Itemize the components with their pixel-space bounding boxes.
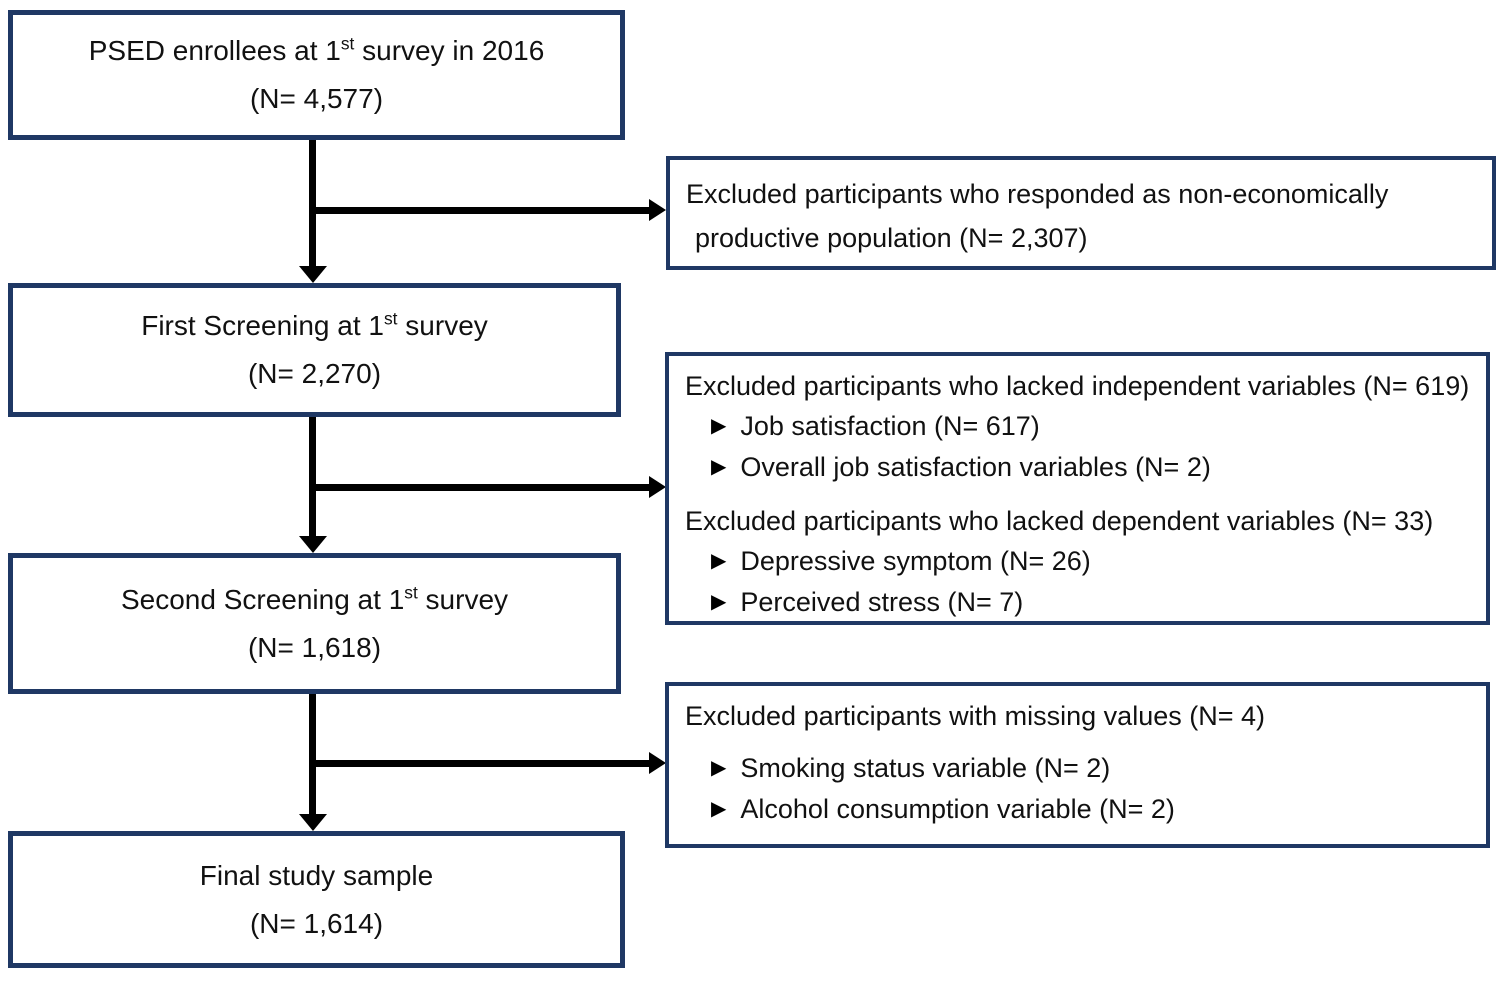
flow-box-final-sample: Final study sample (N= 1,614): [8, 831, 625, 968]
exclusion-item: ▶ Alcohol consumption variable (N= 2): [685, 789, 1478, 830]
exclusion-heading: Excluded participants who lacked depende…: [685, 506, 1434, 536]
title-text: survey: [397, 310, 488, 341]
ordinal-superscript: st: [404, 582, 418, 603]
arrow-down-2: [309, 417, 316, 539]
title-text: Final study sample: [199, 859, 434, 891]
spacer: [685, 736, 1478, 748]
flow-box-title: Final study sample: [200, 859, 433, 893]
exclusion-item-label: Depressive symptom (N= 26): [740, 546, 1091, 576]
flow-box-count: (N= 1,618): [247, 631, 382, 663]
title-text: First Screening at 1: [141, 310, 384, 341]
exclusion-text-line: Excluded participants who responded as n…: [686, 179, 1389, 209]
flow-box-title: Second Screening at 1st survey: [121, 583, 508, 617]
exclusion-item: ▶ Smoking status variable (N= 2): [685, 748, 1478, 789]
flow-box-title: PSED enrollees at 1st survey in 2016: [89, 34, 545, 68]
arrow-right-3: [312, 760, 650, 767]
exclusion-item-label: Smoking status variable (N= 2): [740, 753, 1111, 783]
arrowhead-right-icon: [649, 199, 666, 221]
arrowhead-down-icon: [299, 814, 327, 831]
flow-box-second-screening: Second Screening at 1st survey (N= 1,618…: [8, 553, 621, 694]
title-text: PSED enrollees at 1: [88, 35, 341, 66]
arrow-right-1: [312, 207, 650, 214]
ordinal-superscript: st: [340, 33, 355, 54]
triangle-bullet-icon: ▶: [711, 591, 727, 613]
triangle-bullet-icon: ▶: [711, 550, 727, 572]
arrowhead-down-icon: [299, 266, 327, 283]
title-text: survey: [417, 583, 509, 615]
exclusion-heading: Excluded participants with missing value…: [685, 701, 1265, 731]
exclusion-heading: Excluded participants who lacked indepen…: [685, 371, 1470, 401]
title-text: Second Screening at 1: [120, 583, 405, 615]
flow-box-title: First Screening at 1st survey: [141, 309, 488, 343]
triangle-bullet-icon: ▶: [711, 415, 727, 437]
arrowhead-down-icon: [299, 536, 327, 553]
arrow-right-2: [312, 484, 650, 491]
title-text: survey in 2016: [354, 35, 545, 66]
exclusion-item-label: Job satisfaction (N= 617): [740, 411, 1040, 441]
flow-box-count: (N= 2,270): [247, 358, 382, 389]
exclusion-item: ▶ Overall job satisfaction variables (N=…: [685, 447, 1478, 488]
triangle-bullet-icon: ▶: [711, 757, 727, 779]
flow-box-first-screening: First Screening at 1st survey (N= 2,270): [8, 283, 621, 417]
flow-box-count: (N= 1,614): [249, 907, 384, 939]
exclusion-box-non-economic: Excluded participants who responded as n…: [666, 156, 1496, 270]
arrowhead-right-icon: [649, 752, 666, 774]
exclusion-box-missing-values: Excluded participants with missing value…: [665, 682, 1490, 848]
arrow-down-1: [309, 140, 316, 269]
exclusion-text-line: productive population (N= 2,307): [695, 223, 1088, 253]
exclusion-item: ▶ Depressive symptom (N= 26): [685, 541, 1478, 582]
exclusion-item-label: Perceived stress (N= 7): [740, 587, 1024, 617]
exclusion-item-label: Overall job satisfaction variables (N= 2…: [740, 452, 1211, 482]
exclusion-item-label: Alcohol consumption variable (N= 2): [740, 794, 1175, 824]
exclusion-item: ▶ Perceived stress (N= 7): [685, 582, 1478, 623]
triangle-bullet-icon: ▶: [711, 798, 727, 820]
exclusion-box-lacked-variables: Excluded participants who lacked indepen…: [665, 352, 1490, 625]
arrow-down-3: [309, 694, 316, 816]
flow-box-count: (N= 4,577): [249, 83, 384, 114]
exclusion-item: ▶ Job satisfaction (N= 617): [685, 406, 1478, 447]
flow-box-enrollees: PSED enrollees at 1st survey in 2016 (N=…: [8, 10, 625, 140]
triangle-bullet-icon: ▶: [711, 456, 727, 478]
arrowhead-right-icon: [649, 476, 666, 498]
ordinal-superscript: st: [384, 308, 398, 329]
